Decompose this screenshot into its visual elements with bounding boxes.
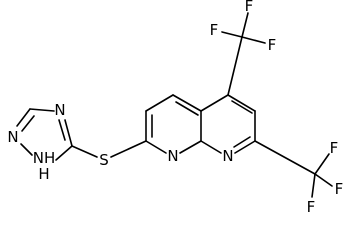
nitrogen-label: N <box>222 147 233 165</box>
fluorine-label: F <box>307 198 316 216</box>
bond <box>71 145 98 158</box>
fluorine-label: F <box>245 0 254 15</box>
thioether-bonds <box>71 140 147 158</box>
bond <box>241 12 249 38</box>
bond <box>145 140 167 154</box>
bond <box>200 140 222 154</box>
bond <box>21 115 35 132</box>
fluorine-label: F <box>330 139 339 157</box>
nitrogen-label: N <box>167 147 178 165</box>
bond <box>64 119 73 147</box>
bond <box>221 31 243 38</box>
bond <box>227 36 243 96</box>
bond <box>234 140 256 154</box>
bond <box>231 100 253 114</box>
trifluoromethyl-bottom-bonds <box>254 140 333 198</box>
atom-labels: F F F F F F N N S N N NH H <box>7 0 343 216</box>
bond <box>254 140 316 175</box>
bond <box>200 94 229 112</box>
bond <box>29 108 55 112</box>
fluorine-label: F <box>210 21 219 39</box>
bond <box>16 108 31 127</box>
nitrogen-label: N <box>54 101 65 119</box>
bond <box>110 140 147 158</box>
fluorine-label: F <box>268 36 277 54</box>
bond <box>145 94 174 112</box>
bond <box>314 153 330 175</box>
bond <box>55 145 73 161</box>
trifluoromethyl-top-bonds <box>221 12 266 96</box>
nitrogen-label: NH <box>33 149 56 167</box>
bond <box>179 140 202 154</box>
bond <box>311 173 316 198</box>
bond <box>227 94 256 112</box>
triazole-bonds <box>16 108 73 161</box>
hydrogen-label: H <box>38 165 49 183</box>
bond <box>175 101 199 116</box>
bond <box>241 36 266 44</box>
chemical-structure: F F F F F F N N S N N NH H <box>7 0 343 216</box>
bond <box>233 136 251 148</box>
bond <box>20 143 33 156</box>
bond <box>172 94 202 112</box>
fluorine-label: F <box>335 180 344 198</box>
naphthyridine-core-bonds <box>145 94 256 154</box>
nitrogen-label: N <box>7 128 18 146</box>
bond <box>58 119 66 141</box>
bond <box>314 173 333 187</box>
sulfur-label: S <box>99 151 109 169</box>
